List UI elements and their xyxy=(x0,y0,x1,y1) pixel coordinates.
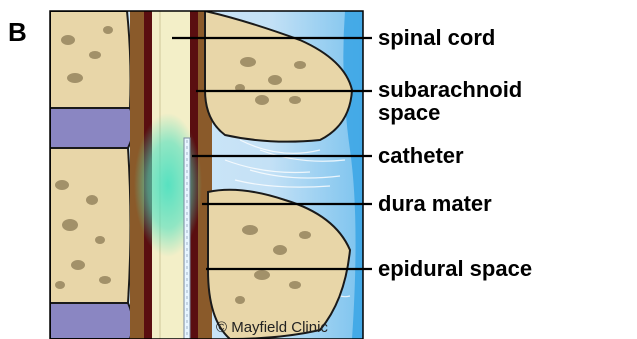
label-subarachnoid: subarachnoid xyxy=(378,77,522,102)
label-catheter: catheter xyxy=(378,143,464,168)
label-subarachnoid-space: space xyxy=(378,100,440,125)
illustration: © Mayfield Clinic xyxy=(50,11,363,339)
intervertebral-disc-upper xyxy=(50,108,134,148)
intervertebral-disc-lower xyxy=(50,303,133,339)
label-epidural-space: epidural space xyxy=(378,256,532,281)
medication-spread xyxy=(134,113,202,257)
label-spinal-cord: spinal cord xyxy=(378,25,495,50)
vertebral-body-upper xyxy=(50,11,131,108)
credit-text: © Mayfield Clinic xyxy=(216,319,328,336)
panel-letter: B xyxy=(8,17,27,47)
label-dura-mater: dura mater xyxy=(378,191,492,216)
